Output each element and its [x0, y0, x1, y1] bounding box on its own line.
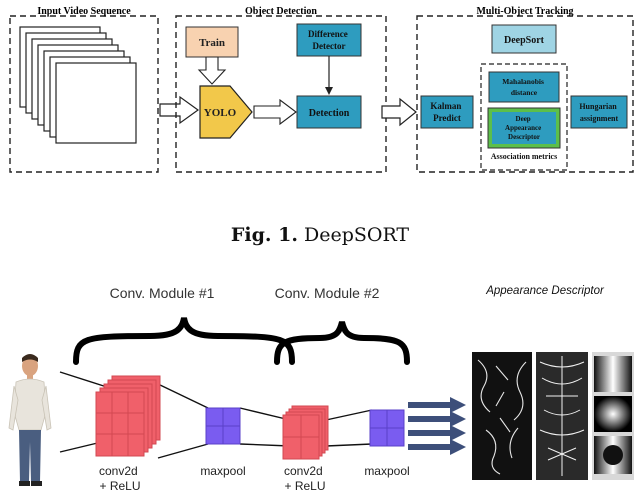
detection-label: Detection: [309, 108, 350, 119]
svg-text:Difference Detector: Difference Detector: [308, 29, 350, 51]
video-frames-stack: [19, 26, 137, 144]
figure-caption: Fig. 1. DeepSORT: [0, 224, 640, 246]
brace-module-2: [274, 321, 410, 365]
object-detection-title: Object Detection: [245, 6, 317, 17]
association-metrics-label: Association metrics: [491, 152, 557, 161]
caption-text: DeepSORT: [303, 224, 410, 246]
maxpool-2: [369, 409, 405, 447]
svg-text:Hungarian assignment: Hungarian assignment: [579, 102, 618, 123]
yolo-label: YOLO: [204, 107, 237, 119]
deepsort-box: DeepSort: [491, 24, 557, 54]
mahalanobis-label-2: distance: [511, 88, 538, 97]
fig1-pipeline: Input Video Sequence Object Detection Tr…: [9, 6, 634, 173]
hungarian-label-2: assignment: [580, 114, 619, 123]
kalman-label-2: Predict: [433, 113, 461, 123]
hollow-arrow-1: [159, 95, 200, 125]
mahalanobis-box: Mahalanobis distance: [488, 71, 560, 103]
multi-object-tracking-panel: Multi-Object Tracking DeepSort Kalman Pr…: [416, 6, 634, 173]
caption-label: Fig. 1.: [230, 224, 298, 246]
svg-text:Kalman Predict: Kalman Predict: [430, 101, 463, 123]
deep-appearance-label-1: Deep: [516, 115, 531, 123]
conv2d-label-1-line2: + ReLU: [99, 479, 140, 493]
person-image: [8, 354, 52, 486]
conv-module-1-label: Conv. Module #1: [110, 285, 215, 301]
kalman-label-1: Kalman: [430, 101, 461, 111]
hollow-arrow-train-yolo: [197, 56, 227, 85]
maxpool-label-2: maxpool: [364, 464, 409, 478]
svg-text:Deep Appearance: Deep Appearance Descriptor: [505, 115, 543, 141]
maxpool-1: [205, 407, 241, 445]
fig2-cnn: Conv. Module #1 Conv. Module #2 Appearan…: [8, 285, 634, 493]
conv2d-label-2-line1: conv2d: [284, 464, 323, 478]
deep-appearance-box: Deep Appearance Descriptor: [487, 107, 561, 149]
conv2d-label-2-line2: + ReLU: [284, 479, 325, 493]
appearance-descriptor-label: Appearance Descriptor: [485, 285, 605, 297]
maxpool-label-1: maxpool: [200, 464, 245, 478]
yolo-shape: YOLO: [199, 85, 253, 139]
hungarian-box: Hungarian assignment: [570, 95, 628, 129]
difference-detector-label-1: Difference: [308, 29, 348, 39]
svg-text:conv2d + ReLU: conv2d + ReLU: [99, 464, 141, 493]
conv2d-label-1-line1: conv2d: [99, 464, 138, 478]
association-metrics-group: Mahalanobis distance Deep Appearance Des…: [480, 63, 568, 171]
deep-appearance-label-3: Descriptor: [508, 133, 540, 141]
hungarian-label-1: Hungarian: [579, 102, 617, 111]
deepsort-label: DeepSort: [504, 35, 545, 46]
input-video-title: Input Video Sequence: [37, 6, 131, 17]
object-detection-panel: Object Detection Train YOLO Difference D…: [175, 6, 387, 173]
conv-module-2-label: Conv. Module #2: [275, 285, 380, 301]
train-label: Train: [199, 37, 225, 49]
mahalanobis-label-1: Mahalanobis: [502, 77, 544, 86]
svg-text:Mahalanobis distan: Mahalanobis distance: [502, 77, 546, 97]
input-video-panel: Input Video Sequence: [9, 6, 159, 173]
deep-appearance-label-2: Appearance: [505, 124, 541, 132]
conv2d-stack-1: [95, 375, 161, 457]
hollow-arrow-2: [381, 97, 417, 127]
difference-detector-label-2: Detector: [313, 41, 346, 51]
conv2d-stack-2: [282, 405, 329, 460]
brace-module-1: [73, 317, 295, 365]
hollow-arrow-yolo-detection: [253, 98, 297, 126]
train-box: Train: [185, 26, 239, 58]
svg-text:conv2d + ReLU: conv2d + ReLU: [284, 464, 326, 493]
descriptor-visualization: [472, 352, 634, 480]
kalman-predict-box: Kalman Predict: [420, 95, 474, 129]
detection-box: Detection: [296, 95, 362, 129]
output-arrows: [408, 397, 466, 455]
difference-detector-box: Difference Detector: [296, 23, 362, 57]
tracking-title: Multi-Object Tracking: [476, 6, 573, 17]
